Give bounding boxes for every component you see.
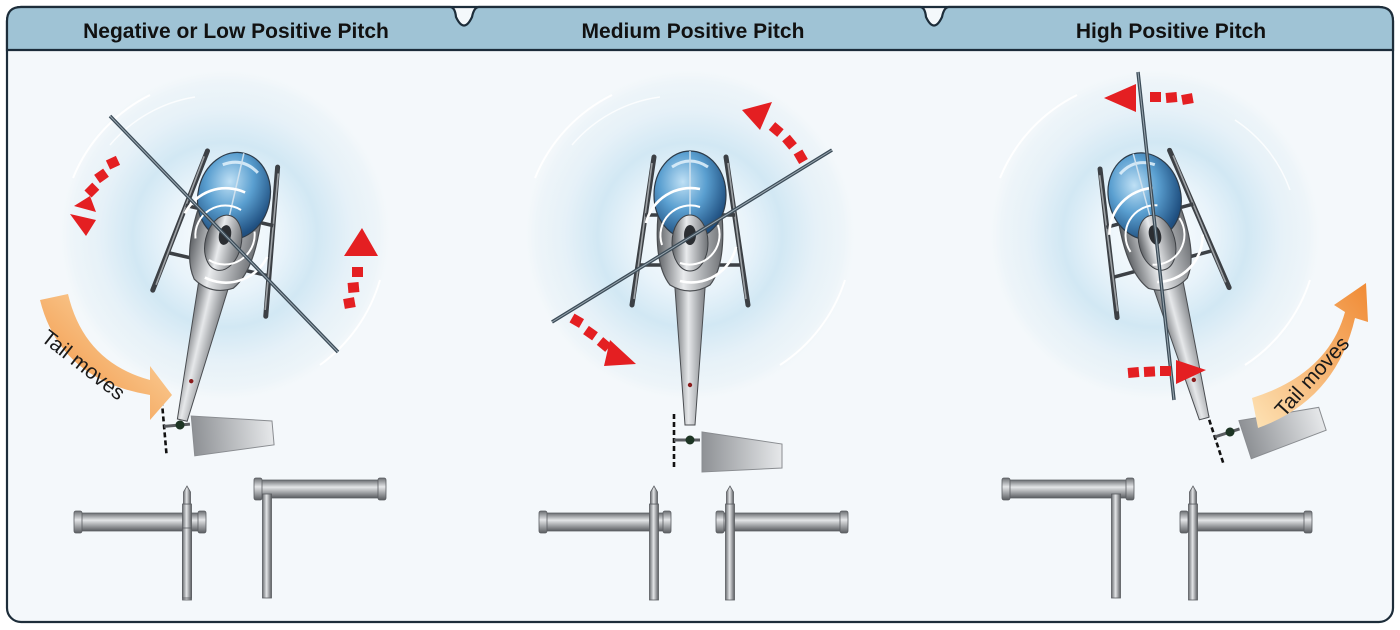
panel-title-low-pitch: Negative or Low Positive Pitch (83, 20, 389, 43)
tail-moves-arrow-icon (1252, 283, 1368, 428)
rotation-arrow-lower-icon (1127, 360, 1206, 384)
panel-title-medium-pitch: Medium Positive Pitch (582, 20, 805, 43)
panel-medium-pitch (522, 67, 858, 601)
tail-moves-arrow-icon (40, 294, 172, 420)
rotation-arrow-right-icon (343, 228, 378, 309)
panel-title-high-pitch: High Positive Pitch (1076, 20, 1266, 43)
rotation-arrow-upper-icon (1104, 84, 1194, 112)
rotation-arrow-left-icon (70, 155, 121, 236)
anti-torque-pedals-icon (1001, 477, 1313, 601)
panel-headers (5, 5, 1395, 52)
rotation-arrow-upper-icon (742, 102, 808, 165)
anti-torque-pedals-icon (73, 477, 387, 601)
panel-high-pitch: Tail moves (987, 67, 1368, 601)
rotation-arrow-lower-icon (569, 313, 636, 366)
